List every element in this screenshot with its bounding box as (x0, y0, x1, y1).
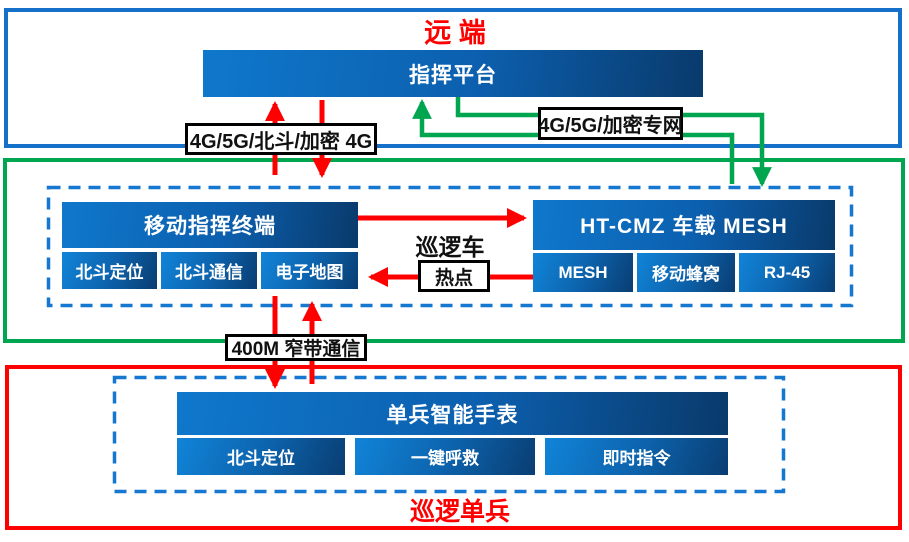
watch-feature-instant-command: 即时指令 (545, 438, 728, 475)
watch-feature-sos: 一键呼救 (355, 438, 535, 475)
mesh-feature-rj45: RJ-45 (739, 253, 835, 292)
vehicle-mesh-box: HT-CMZ 车载 MESH (533, 200, 835, 250)
uplink-label: 4G/5G/北斗/加密 4G (185, 123, 377, 155)
vpn-label: 4G/5G/加密专网 (538, 107, 683, 140)
hotspot-label: 热点 (418, 260, 490, 292)
vehicle-dashed-group-border (46, 185, 854, 308)
remote-section-frame (4, 8, 902, 148)
vehicle-section-frame (3, 158, 905, 343)
patrol-car-label: 巡逻车 (415, 233, 485, 260)
remote-section-title: 远 端 (424, 17, 486, 48)
narrowband-label: 400M 窄带通信 (225, 334, 367, 361)
mesh-feature-cellular: 移动蜂窝 (637, 253, 735, 292)
soldier-dashed-group-border (112, 375, 786, 494)
terminal-feature-emap: 电子地图 (261, 252, 358, 289)
soldier-section-title: 巡逻单兵 (409, 498, 510, 526)
command-platform-box: 指挥平台 (203, 50, 703, 97)
mesh-feature-mesh: MESH (533, 253, 633, 292)
terminal-feature-beidou-positioning: 北斗定位 (62, 252, 157, 289)
terminal-feature-beidou-comm: 北斗通信 (161, 252, 257, 289)
soldier-section-frame (5, 365, 902, 530)
soldier-watch-box: 单兵智能手表 (177, 392, 728, 435)
mobile-terminal-box: 移动指挥终端 (62, 202, 358, 248)
watch-feature-beidou-positioning: 北斗定位 (177, 438, 345, 475)
